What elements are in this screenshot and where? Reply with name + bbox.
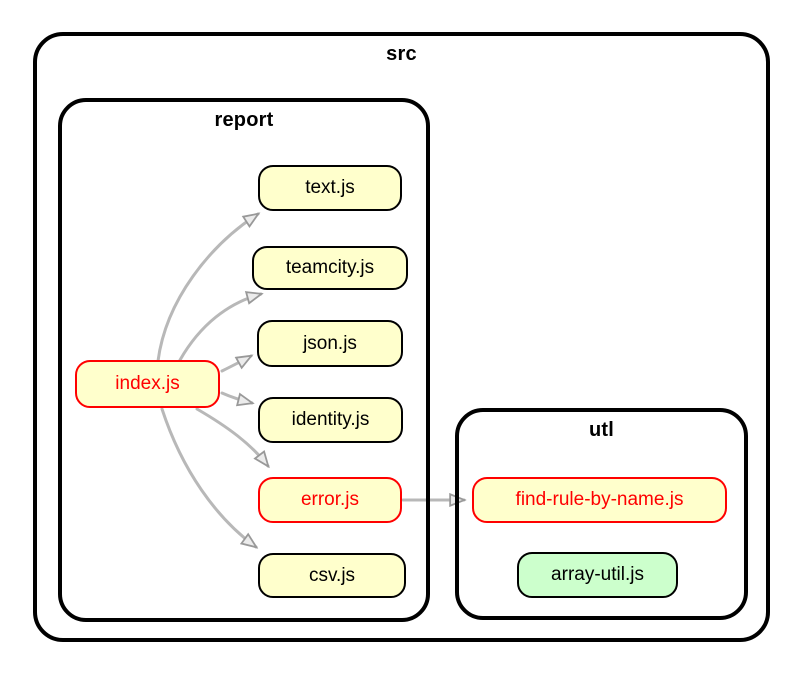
- cluster-src: src report index.js text.js teamcity.js …: [33, 32, 770, 642]
- cluster-utl-label: utl: [588, 419, 615, 441]
- node-array-util-js-label: array-util.js: [551, 564, 644, 585]
- node-csv-js[interactable]: csv.js: [258, 553, 406, 598]
- node-index-js-label: index.js: [115, 373, 180, 394]
- node-teamcity-js[interactable]: teamcity.js: [252, 246, 408, 290]
- cluster-report: report index.js text.js teamcity.js json…: [58, 98, 430, 622]
- node-error-js[interactable]: error.js: [258, 477, 402, 523]
- node-index-js[interactable]: index.js: [75, 360, 220, 408]
- cluster-utl: utl find-rule-by-name.js array-util.js: [455, 408, 748, 620]
- node-text-js[interactable]: text.js: [258, 165, 402, 211]
- node-identity-js-label: identity.js: [291, 409, 370, 430]
- node-find-rule-by-name-js-label: find-rule-by-name.js: [515, 489, 684, 510]
- cluster-src-label: src: [386, 43, 417, 65]
- edge-index-to-identity: [220, 391, 252, 403]
- edge-index-to-error: [195, 407, 268, 466]
- cluster-report-label: report: [214, 109, 274, 131]
- node-csv-js-label: csv.js: [308, 564, 356, 586]
- node-text-js-label: text.js: [305, 177, 355, 198]
- edge-index-to-teamcity: [178, 294, 261, 362]
- node-identity-js[interactable]: identity.js: [258, 397, 403, 443]
- node-find-rule-by-name-js[interactable]: find-rule-by-name.js: [472, 477, 727, 523]
- node-error-js-label: error.js: [300, 489, 360, 510]
- node-array-util-js[interactable]: array-util.js: [517, 552, 678, 598]
- node-teamcity-js-label: teamcity.js: [285, 257, 375, 278]
- edge-index-to-text: [156, 214, 258, 363]
- node-json-js-label: json.js: [303, 332, 357, 354]
- node-json-js[interactable]: json.js: [257, 320, 403, 367]
- edge-index-to-json: [220, 354, 251, 373]
- edge-index-to-csv: [160, 407, 256, 547]
